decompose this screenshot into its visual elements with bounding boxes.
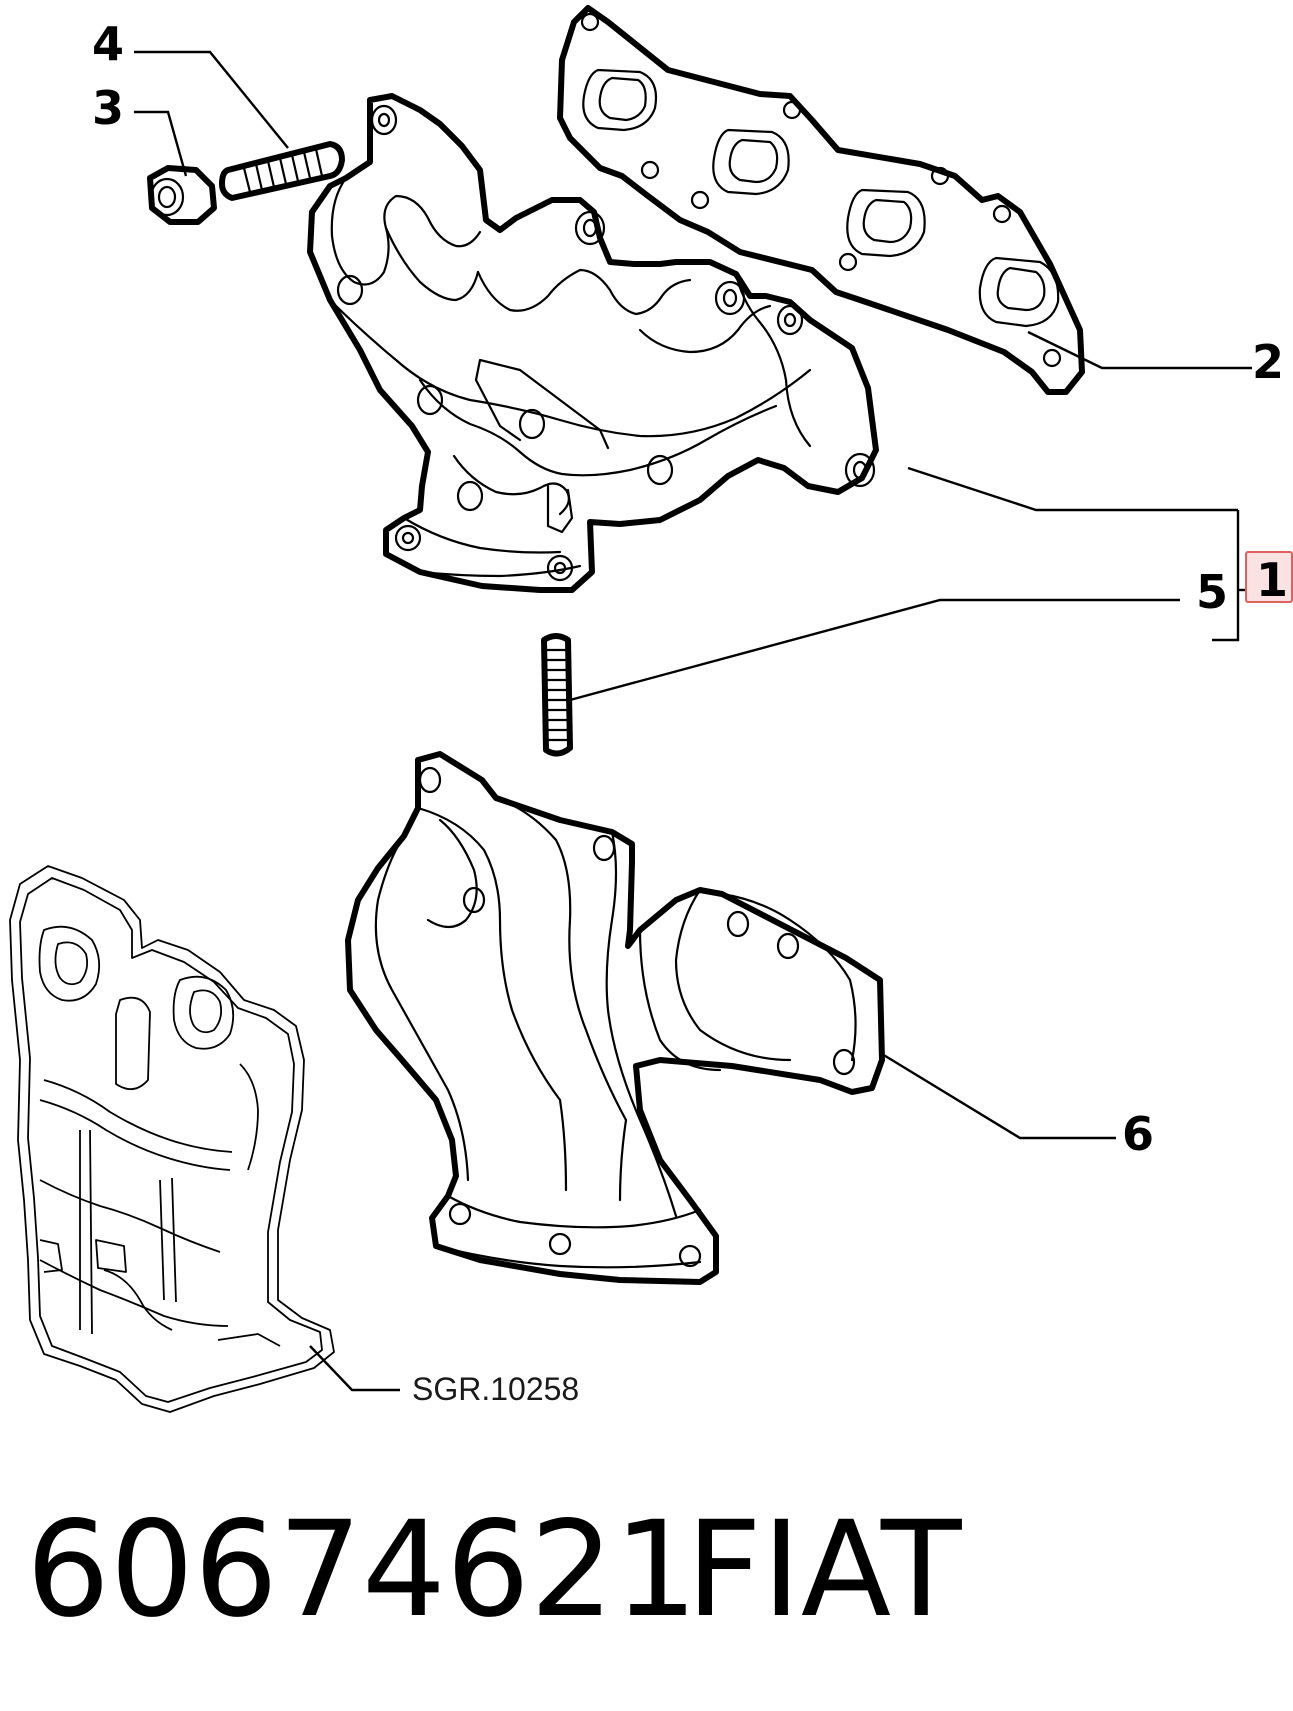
exhaust-manifold-upper [307, 93, 879, 593]
callout-6: 6 [1122, 1107, 1154, 1161]
leader-lines [134, 50, 1252, 1392]
reference-label: SGR.10258 [412, 1371, 579, 1407]
callout-2: 2 [1252, 335, 1284, 389]
callout-5: 5 [1196, 565, 1228, 619]
brand-name: FIAT [686, 1493, 962, 1647]
callout-1: 1 [1256, 553, 1288, 607]
exhaust-manifold-lower [345, 751, 885, 1285]
vertical-stud [541, 633, 573, 757]
callout-4: 4 [92, 17, 124, 71]
callout-1-highlight [1245, 551, 1293, 603]
part-number: 60674621 [26, 1493, 698, 1647]
flange-nut [147, 165, 217, 225]
callout-3: 3 [92, 81, 124, 135]
heat-shield [9, 865, 335, 1413]
manifold-stud [219, 141, 345, 201]
manifold-gasket [557, 5, 1085, 395]
